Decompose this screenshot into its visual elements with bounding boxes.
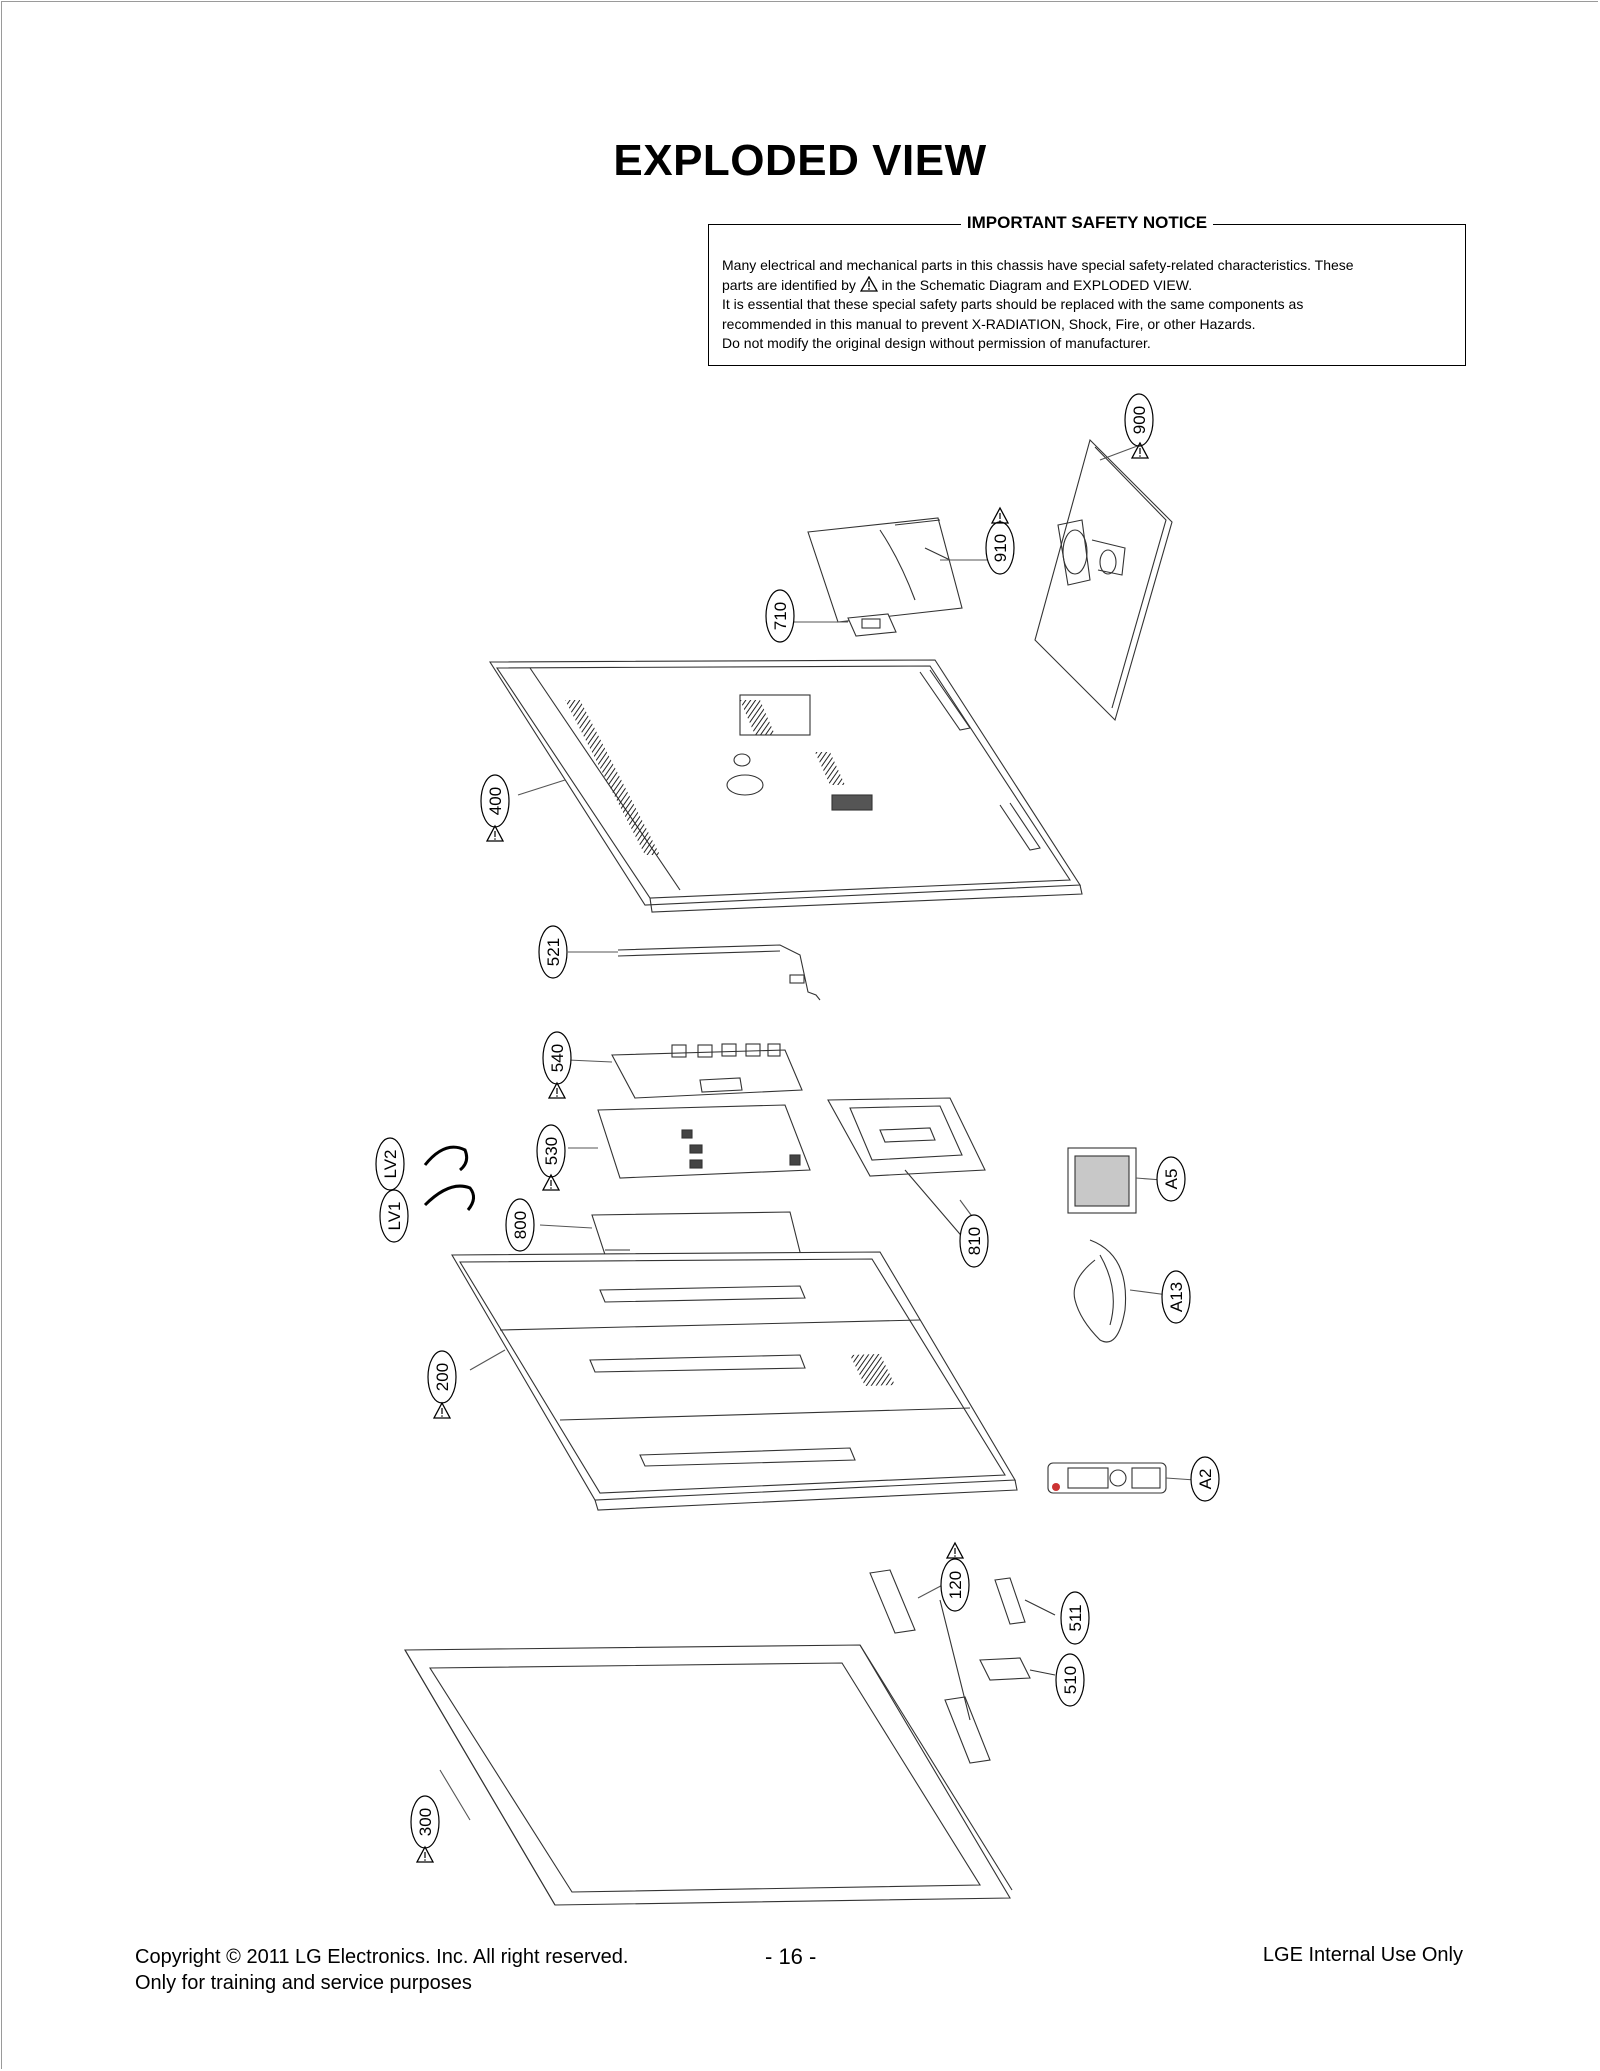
stand-neck-part — [807, 517, 963, 623]
callout-910: 910 — [985, 521, 1015, 575]
svg-text:A2: A2 — [1196, 1469, 1215, 1490]
manual-a5-part — [1067, 1147, 1137, 1214]
callout-LV2: LV2 — [375, 1137, 405, 1191]
warning-triangle-icon — [416, 1846, 434, 1863]
warning-triangle-icon — [946, 1542, 964, 1559]
callout-300: 300 — [410, 1795, 440, 1849]
notice-line: It is essential that these special safet… — [722, 296, 1304, 313]
safety-notice-body: Many electrical and mechanical parts in … — [722, 256, 1452, 354]
back-cover-part — [488, 659, 1083, 913]
footer-internal: LGE Internal Use Only — [1262, 1944, 1463, 1966]
small-bracket-part — [847, 613, 897, 637]
notice-line: Do not modify the original design withou… — [722, 335, 1151, 352]
svg-text:LV2: LV2 — [381, 1150, 400, 1179]
svg-text:A13: A13 — [1167, 1282, 1186, 1312]
svg-text:LV1: LV1 — [385, 1202, 404, 1231]
callout-511: 511 — [1060, 1591, 1090, 1645]
small-board-510-part — [979, 1657, 1056, 1681]
svg-text:400: 400 — [486, 787, 505, 815]
callout-800: 800 — [505, 1198, 535, 1252]
svg-text:300: 300 — [416, 1808, 435, 1836]
callout-521: 521 — [538, 925, 568, 979]
svg-text:540: 540 — [548, 1044, 567, 1072]
main-board-part — [611, 1043, 803, 1099]
callout-710: 710 — [765, 589, 795, 643]
svg-text:800: 800 — [511, 1211, 530, 1239]
speaker-120-part — [869, 1569, 991, 1764]
warning-triangle-icon — [991, 507, 1009, 524]
callout-810: 810 — [959, 1214, 989, 1268]
page-title: EXPLODED VIEW — [613, 136, 987, 185]
callout-510: 510 — [1055, 1653, 1085, 1707]
svg-text:810: 810 — [965, 1227, 984, 1255]
safety-notice-box: IMPORTANT SAFETY NOTICE Many electrical … — [708, 213, 1466, 366]
safety-notice-title: IMPORTANT SAFETY NOTICE — [960, 213, 1214, 232]
callout-A13: A13 — [1161, 1270, 1191, 1324]
callout-A5: A5 — [1156, 1156, 1186, 1202]
callout-400: 400 — [480, 774, 510, 828]
callout-A2: A2 — [1190, 1456, 1220, 1502]
warning-triangle-icon — [859, 275, 878, 292]
notice-line: recommended in this manual to prevent X-… — [722, 315, 1256, 332]
board-bracket-part — [827, 1097, 986, 1241]
small-board-511-part — [994, 1577, 1056, 1625]
chassis-frame-part — [451, 1251, 1018, 1511]
footer-purpose: Only for training and service purposes — [135, 1972, 472, 1994]
stand-base-part — [1034, 438, 1173, 722]
footer-left: Copyright © 2011 LG Electronics. Inc. Al… — [135, 1944, 628, 1996]
callout-LV1: LV1 — [379, 1189, 409, 1243]
svg-text:910: 910 — [991, 534, 1010, 562]
cable-521-part — [617, 944, 821, 1001]
svg-text:510: 510 — [1061, 1666, 1080, 1694]
remote-a2-part — [1047, 1462, 1167, 1494]
svg-text:521: 521 — [544, 938, 563, 966]
svg-text:530: 530 — [542, 1137, 561, 1165]
power-board-part — [597, 1104, 811, 1179]
lv-cable-part — [423, 1145, 475, 1211]
svg-text:900: 900 — [1130, 406, 1149, 434]
callout-900: 900 — [1124, 393, 1154, 447]
front-bezel-part — [404, 1644, 1013, 1906]
callout-120: 120 — [940, 1558, 970, 1612]
svg-text:120: 120 — [946, 1571, 965, 1599]
svg-text:A5: A5 — [1162, 1169, 1181, 1190]
svg-text:200: 200 — [433, 1363, 452, 1391]
callout-200: 200 — [427, 1350, 457, 1404]
notice-line: parts are identified by in the Schematic… — [722, 275, 1193, 293]
svg-text:710: 710 — [771, 602, 790, 630]
footer-copyright: Copyright © 2011 LG Electronics. Inc. Al… — [135, 1946, 629, 1968]
warning-triangle-icon — [486, 825, 504, 842]
notice-line: Many electrical and mechanical parts in … — [722, 257, 1354, 273]
warning-triangle-icon — [433, 1402, 451, 1419]
svg-text:511: 511 — [1066, 1604, 1085, 1631]
page-number: - 16 - — [765, 1944, 817, 1969]
callout-530: 530 — [536, 1124, 566, 1178]
glasses-a13-part — [1073, 1239, 1127, 1343]
callout-540: 540 — [542, 1031, 572, 1085]
warning-triangle-icon — [548, 1082, 566, 1099]
